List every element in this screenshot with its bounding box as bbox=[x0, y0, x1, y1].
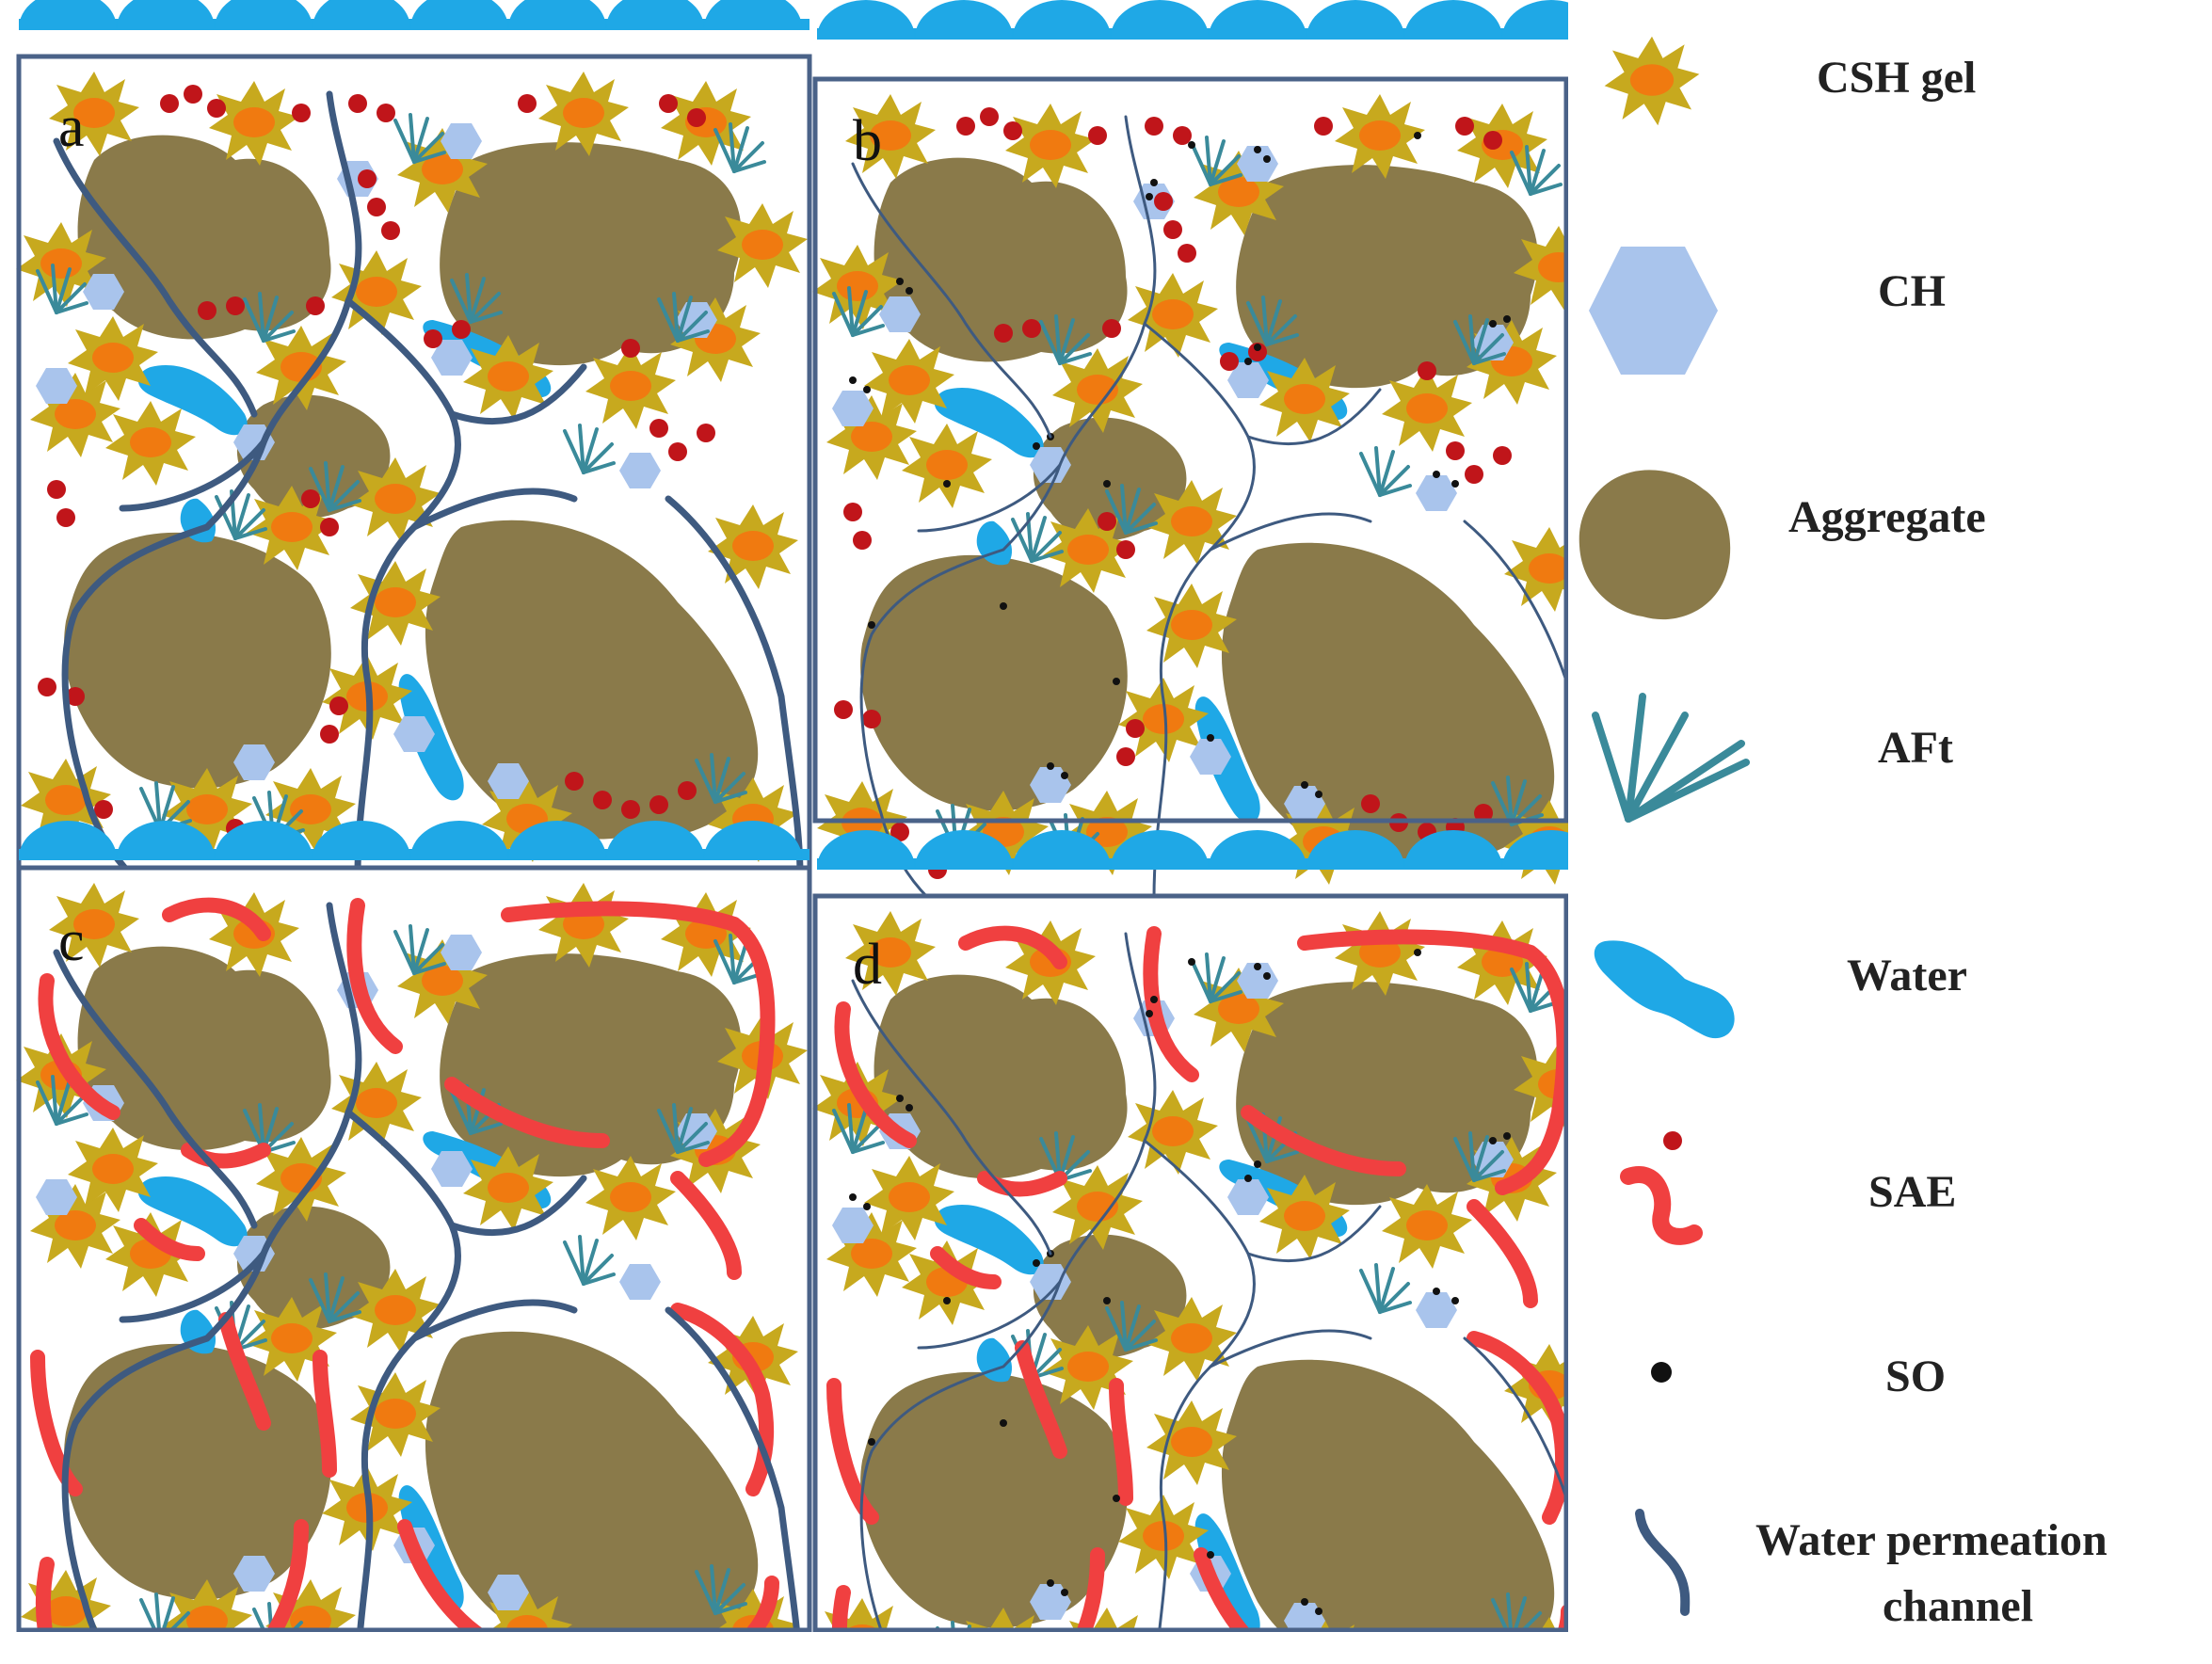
permeation-channel-icon bbox=[1635, 1509, 1691, 1616]
panel-letter-b: b bbox=[853, 109, 882, 173]
legend-label-ch: CH bbox=[1878, 266, 1946, 316]
panel-a: a bbox=[16, 0, 812, 888]
panel-letter-d: d bbox=[853, 933, 882, 997]
legend-label-sae: SAE bbox=[1868, 1167, 1956, 1217]
aggregate-icon bbox=[1579, 470, 1731, 620]
legend-so: SO bbox=[1651, 1352, 1946, 1401]
panel-c: c bbox=[16, 821, 812, 1664]
legend-channel: Water permeation channel bbox=[1635, 1509, 2108, 1631]
legend-label-csh-gel: CSH gel bbox=[1817, 53, 1976, 103]
legend-water: Water bbox=[1594, 940, 1967, 1039]
legend-ch: CH bbox=[1589, 247, 1946, 375]
sae-film-icon bbox=[1620, 1166, 1703, 1245]
panel-letter-c: c bbox=[58, 909, 85, 973]
legend-label-water: Water bbox=[1847, 951, 1967, 1000]
panel-d: d bbox=[812, 830, 1608, 1664]
panel-letter-a: a bbox=[58, 95, 85, 159]
water-icon bbox=[1594, 940, 1735, 1039]
legend-label-so: SO bbox=[1885, 1352, 1946, 1401]
ch-hexagon-icon bbox=[1589, 247, 1718, 375]
legend-label-channel-line1: Water permeation bbox=[1755, 1515, 2108, 1565]
aft-needles-icon bbox=[1592, 693, 1750, 823]
legend: CSH gel CH Aggregate AFt Water bbox=[1579, 36, 2108, 1631]
legend-aft: AFt bbox=[1592, 693, 1953, 823]
legend-label-aft: AFt bbox=[1878, 723, 1953, 773]
legend-label-aggregate: Aggregate bbox=[1788, 492, 1986, 542]
sae-dot-icon bbox=[1663, 1131, 1682, 1150]
so-dot-icon bbox=[1651, 1362, 1672, 1383]
legend-sae: SAE bbox=[1620, 1131, 1956, 1245]
panel-b: b bbox=[812, 0, 1608, 907]
legend-csh-gel: CSH gel bbox=[1604, 36, 1976, 126]
legend-aggregate: Aggregate bbox=[1579, 470, 1986, 620]
legend-label-channel-line2: channel bbox=[1883, 1581, 2033, 1631]
